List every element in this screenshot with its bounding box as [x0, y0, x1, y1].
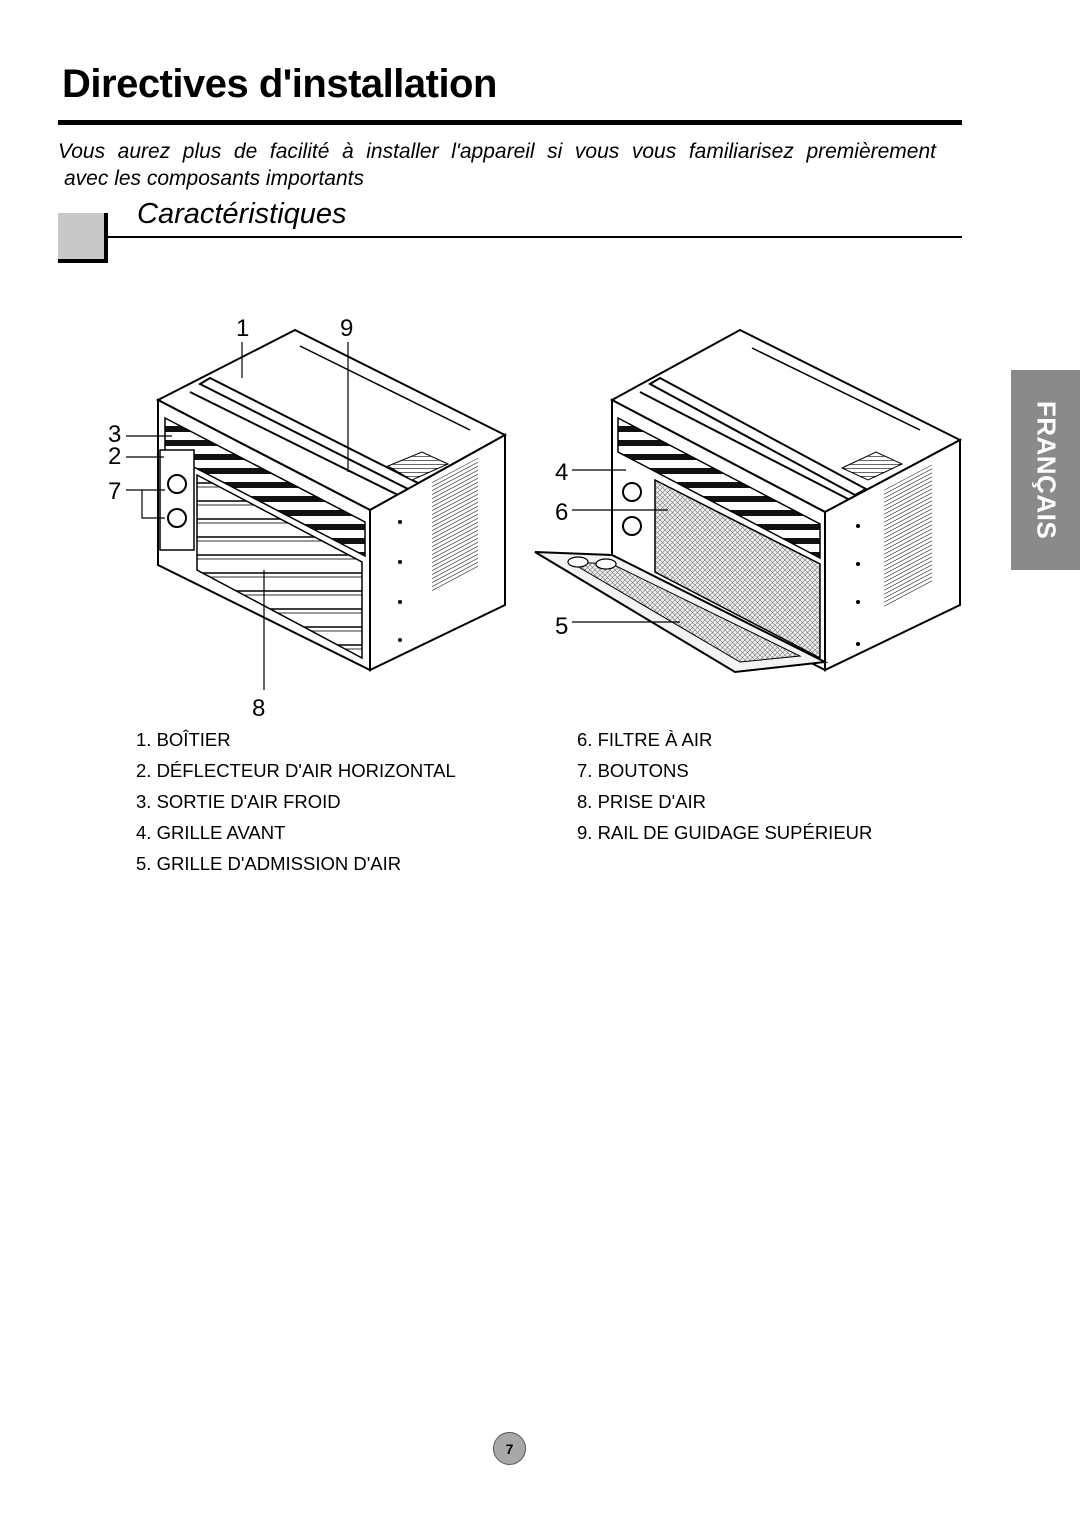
callout-4: 4 [555, 459, 568, 486]
part-item: 4. GRILLE AVANT [136, 822, 286, 843]
parts-list-right: 6. FILTRE À AIR 7. BOUTONS 8. PRISE D'AI… [577, 728, 872, 852]
part-item: 6. FILTRE À AIR [577, 729, 713, 750]
section-rule [104, 236, 962, 238]
callout-2: 2 [108, 443, 121, 470]
callout-8: 8 [252, 695, 265, 720]
page-number: 7 [493, 1432, 526, 1465]
part-item: 8. PRISE D'AIR [577, 791, 706, 812]
language-tab: FRANÇAIS [1011, 370, 1080, 570]
right-leaders [572, 469, 680, 623]
parts-list-left: 1. BOÎTIER 2. DÉFLECTEUR D'AIR HORIZONTA… [136, 728, 456, 883]
intro-line-1: Vous aurez plus de facilité à installer … [58, 140, 936, 163]
callout-6: 6 [555, 499, 568, 526]
left-unit [155, 328, 508, 672]
left-leaders [126, 342, 349, 690]
part-item: 7. BOUTONS [577, 760, 689, 781]
air-conditioner-illustration: 1 9 3 2 7 8 4 6 5 [108, 315, 963, 720]
title-rule [58, 120, 962, 125]
callout-9: 9 [340, 315, 353, 342]
part-item: 1. BOÎTIER [136, 729, 231, 750]
section-marker-box [58, 213, 108, 263]
callout-3: 3 [108, 421, 121, 448]
part-item: 5. GRILLE D'ADMISSION D'AIR [136, 853, 402, 874]
callout-1: 1 [236, 315, 249, 342]
right-unit [534, 328, 963, 674]
callout-7: 7 [108, 478, 121, 505]
part-item: 3. SORTIE D'AIR FROID [136, 791, 341, 812]
part-item: 2. DÉFLECTEUR D'AIR HORIZONTAL [136, 760, 456, 781]
section-title: Caractéristiques [137, 198, 347, 230]
page-title: Directives d'installation [62, 62, 497, 106]
callout-5: 5 [555, 613, 568, 640]
intro-line-2: avec les composants importants [64, 167, 364, 190]
part-item: 9. RAIL DE GUIDAGE SUPÉRIEUR [577, 822, 873, 843]
intro-paragraph: Vous aurez plus de facilité à installer … [58, 138, 938, 192]
air-conditioner-figure: 1 9 3 2 7 8 4 6 5 [0, 300, 1080, 720]
